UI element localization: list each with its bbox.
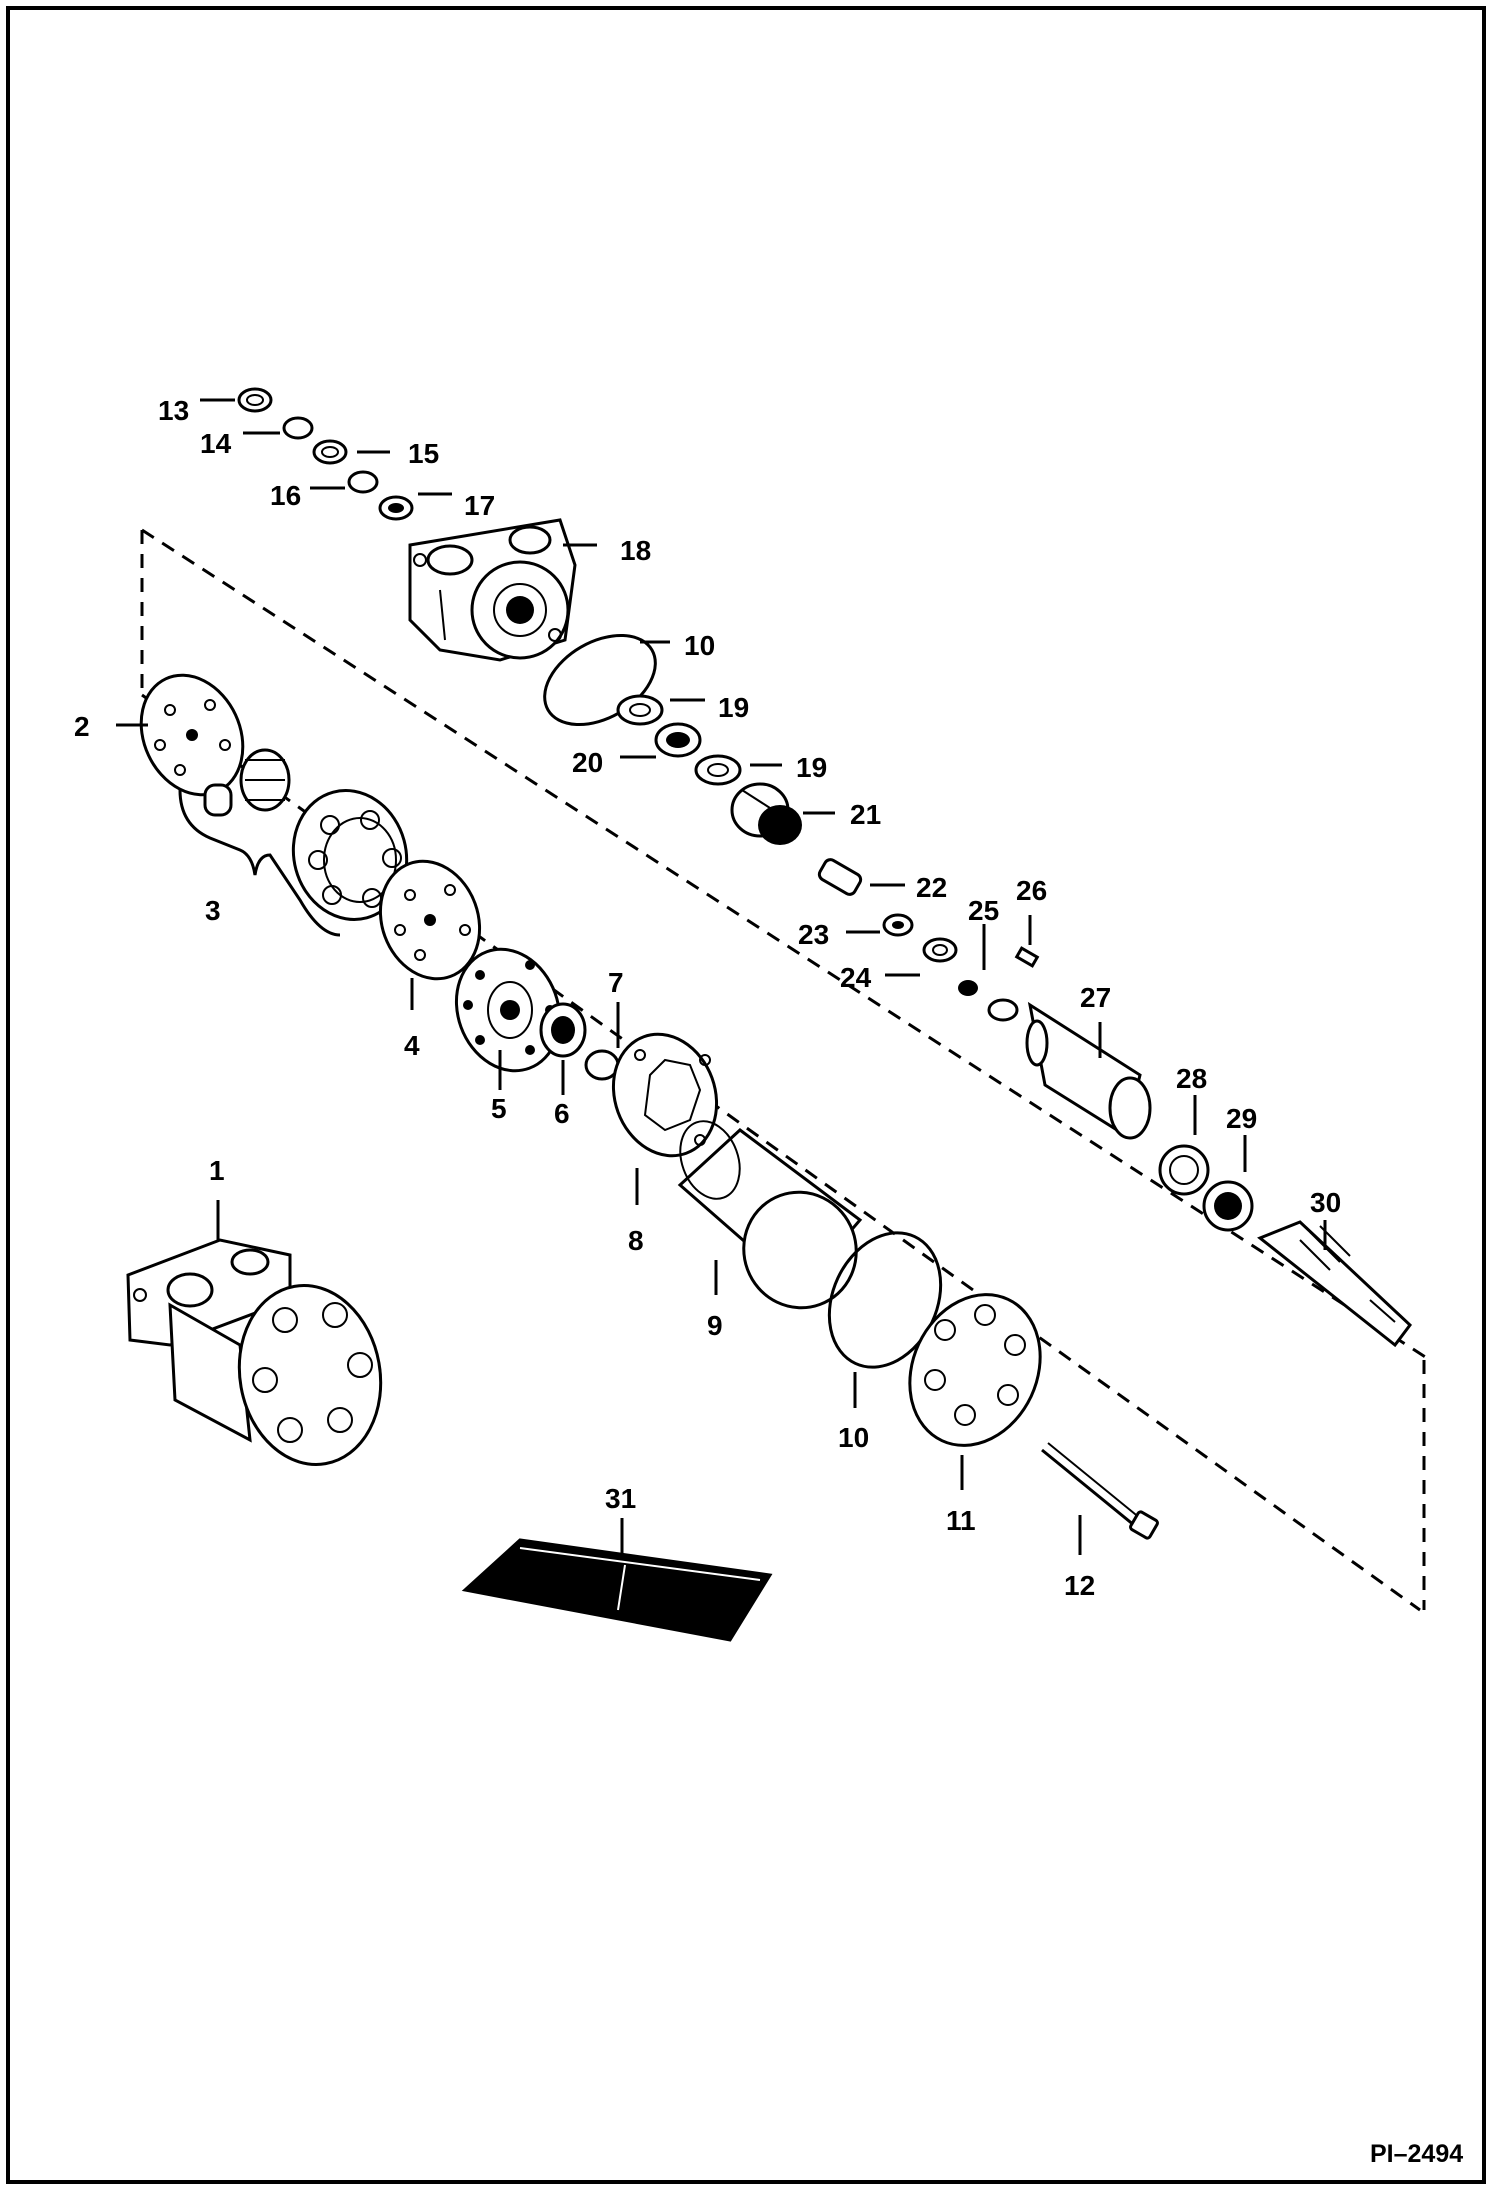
callout-28: 28	[1176, 1063, 1207, 1094]
callout-11: 11	[946, 1505, 976, 1536]
callout-3: 3	[205, 895, 221, 926]
callout-19-a: 19	[718, 692, 749, 723]
callout-31: 31	[605, 1483, 636, 1514]
part-21-needle-bearing	[730, 782, 802, 845]
callout-22: 22	[916, 872, 947, 903]
part-26-key	[1014, 946, 1040, 968]
callout-5: 5	[491, 1093, 507, 1124]
callout-12: 12	[1064, 1570, 1095, 1601]
part-19-thrust-washer-b	[694, 754, 742, 786]
callout-2: 2	[74, 711, 90, 742]
callout-23: 23	[798, 919, 829, 950]
callout-14: 14	[200, 428, 232, 459]
part-30-shaft	[1257, 1220, 1413, 1348]
callout-21: 21	[850, 799, 881, 830]
callout-30: 30	[1310, 1187, 1341, 1218]
part-4-valve-plate	[378, 859, 482, 981]
callout-29: 29	[1226, 1103, 1257, 1134]
callout-17: 17	[464, 490, 495, 521]
part-12-bolt	[1041, 1442, 1159, 1540]
callout-10-upper: 10	[684, 630, 715, 661]
part-6-seal	[539, 1002, 587, 1058]
callout-9: 9	[707, 1310, 723, 1341]
callout-8: 8	[628, 1225, 644, 1256]
callout-27: 27	[1080, 982, 1111, 1013]
part-17-seal	[378, 495, 414, 521]
callout-10-lower: 10	[838, 1422, 869, 1453]
part-28-seal	[1158, 1144, 1210, 1196]
figure-reference: PI–2494	[1370, 2140, 1463, 2168]
part-9-cylinder	[677, 1120, 863, 1310]
leader-lines	[116, 398, 1327, 1560]
callout-4: 4	[404, 1030, 420, 1061]
part-20-thrust-bearing	[654, 722, 702, 758]
part-25-seal	[958, 980, 978, 996]
callout-16: 16	[270, 480, 301, 511]
callout-7: 7	[608, 967, 624, 998]
drawing-frame	[6, 6, 1486, 2184]
callout-20: 20	[572, 747, 603, 778]
part-29-bearing	[1202, 1180, 1254, 1232]
part-1-motor-assembly	[126, 1238, 383, 1466]
part-14-ring	[282, 416, 314, 440]
callout-1: 1	[209, 1155, 225, 1186]
part-31-seal-kit	[461, 1538, 773, 1642]
part-3-gerotor-set	[178, 748, 409, 937]
callout-25: 25	[968, 895, 999, 926]
part-19-thrust-washer-a	[616, 694, 664, 726]
callout-19-b: 19	[796, 752, 827, 783]
callout-13: 13	[158, 395, 189, 426]
part-15-washer	[312, 439, 348, 465]
callout-15: 15	[408, 438, 439, 469]
part-11-end-cap	[908, 1293, 1042, 1447]
part-25b-ring	[987, 998, 1019, 1022]
part-23-seal	[882, 913, 914, 937]
part-16-ring	[347, 470, 379, 494]
callout-24: 24	[840, 962, 872, 993]
part-27-sleeve	[1025, 1001, 1152, 1140]
callout-labels: 13 14 15 16 17 18 10 19 20 19 21 22 23 2…	[74, 395, 1341, 1601]
part-18-housing	[408, 518, 577, 662]
part-13-seal	[237, 387, 273, 413]
part-5-valve	[454, 947, 562, 1073]
part-24-seal	[922, 937, 958, 963]
part-22-plug	[817, 858, 863, 896]
callout-6: 6	[554, 1098, 570, 1129]
callout-18: 18	[620, 535, 651, 566]
callout-26: 26	[1016, 875, 1047, 906]
